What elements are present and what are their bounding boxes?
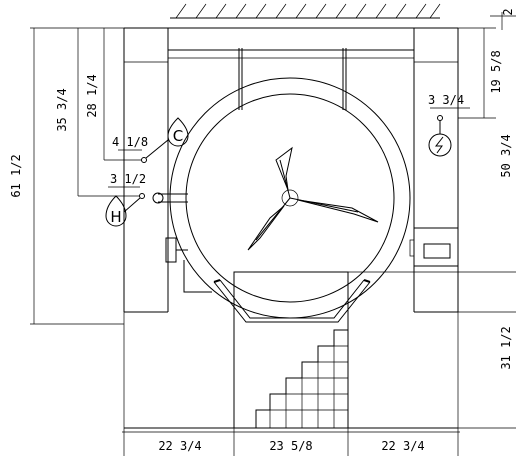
floor-drain-grid	[255, 329, 348, 428]
agitator-blade-right	[297, 199, 379, 223]
dim-electrical-drop: 19 5/8	[489, 50, 503, 93]
hot-water-connection: H	[105, 193, 145, 227]
dim-lower-height: 31 1/2	[499, 326, 513, 369]
agitator-blade-left	[247, 205, 285, 251]
kettle-body	[169, 77, 411, 319]
drain-trough	[213, 271, 371, 429]
floor-lines	[122, 271, 516, 456]
dim-hot-offset: 3 1/2	[110, 172, 146, 186]
hanger-rods	[238, 48, 347, 110]
left-column	[123, 28, 169, 313]
right-column	[413, 28, 459, 313]
hot-water-label: H	[110, 208, 121, 226]
cold-water-connection: C	[141, 117, 189, 163]
dim-center-width: 23 5/8	[269, 439, 312, 453]
dim-left-width: 22 3/4	[158, 439, 201, 453]
dim-right-height: 50 3/4	[499, 134, 513, 177]
electrical-connection	[428, 115, 452, 157]
control-box	[409, 227, 459, 267]
agitator-blade-top	[275, 146, 293, 191]
left-dimension-lines	[30, 27, 142, 325]
right-dimension-lines	[430, 12, 516, 119]
dim-right-width: 22 3/4	[381, 439, 424, 453]
dim-electrical-offset: 3 3/4	[428, 93, 464, 107]
wall-hatch	[170, 3, 441, 19]
dim-cold-offset: 4 1/8	[112, 135, 148, 149]
dim-top-gap: 2	[501, 8, 515, 15]
dim-hot-height: 35 3/4	[55, 88, 69, 131]
dim-overall-height: 61 1/2	[9, 154, 23, 197]
dimension-labels: 61 1/2 35 3/4 28 1/4 4 1/8 3 1/2 3 3/4 1…	[9, 8, 515, 453]
lightning-bolt-icon	[428, 133, 452, 157]
hot-water-drop-icon	[105, 195, 127, 227]
top-crossbeam	[124, 27, 458, 59]
pivot-left	[152, 192, 212, 293]
dim-cold-height: 28 1/4	[85, 74, 99, 117]
cold-water-label: C	[173, 127, 183, 145]
cold-water-drop-icon	[167, 117, 189, 147]
